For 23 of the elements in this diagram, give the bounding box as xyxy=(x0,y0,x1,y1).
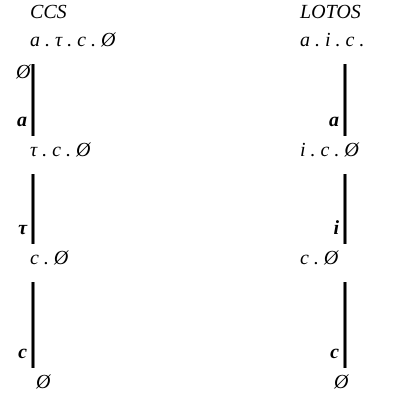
process-term: τ . c . Ø xyxy=(30,140,90,160)
process-term: c . Ø xyxy=(30,248,68,268)
column-heading: LOTOS xyxy=(300,2,361,22)
edge-label: τ xyxy=(17,218,27,238)
process-term: a . τ . c . Ø xyxy=(30,30,116,50)
symbol-label: Ø xyxy=(16,62,30,82)
transition-line xyxy=(344,64,346,136)
process-term: Ø xyxy=(334,372,348,392)
process-term: i . c . Ø xyxy=(300,140,359,160)
transition-line xyxy=(344,174,346,244)
process-term: c . Ø xyxy=(300,248,338,268)
transition-line xyxy=(32,64,34,136)
edge-label: c xyxy=(17,342,27,362)
edge-label: c xyxy=(329,342,339,362)
edge-label: a xyxy=(16,110,27,130)
process-term: Ø xyxy=(36,372,50,392)
transition-line xyxy=(344,282,346,368)
edge-label: i xyxy=(332,218,339,238)
transition-line xyxy=(32,174,34,244)
column-heading: CCS xyxy=(30,2,67,22)
process-term: a . i . c . xyxy=(300,30,364,50)
edge-label: a xyxy=(328,110,339,130)
transition-line xyxy=(32,282,34,368)
